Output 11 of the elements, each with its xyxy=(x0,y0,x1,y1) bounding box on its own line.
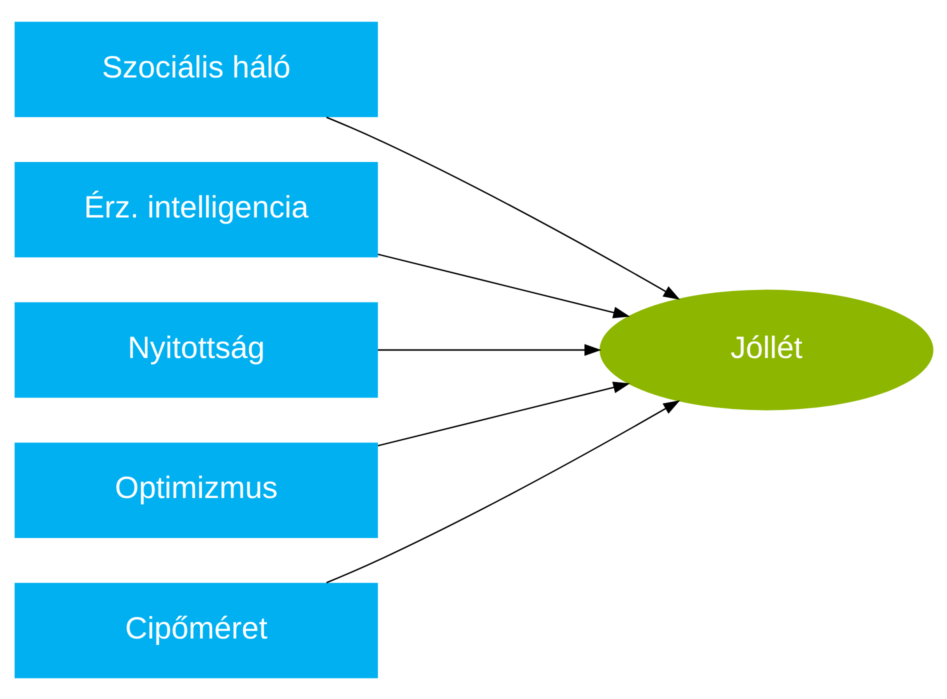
node-box: Érz. intelligencia xyxy=(14,162,378,257)
arrow xyxy=(326,400,680,583)
arrow xyxy=(377,381,630,446)
node-box: Cipőméret xyxy=(14,582,378,678)
arrow xyxy=(377,344,601,356)
node-box: Nyitottság xyxy=(14,302,378,398)
node-box: Optimizmus xyxy=(14,442,378,538)
arrow xyxy=(326,116,680,300)
arrow xyxy=(377,253,630,318)
node-ellipse: Jóllét xyxy=(599,289,933,410)
node-box: Szociális háló xyxy=(14,21,378,117)
